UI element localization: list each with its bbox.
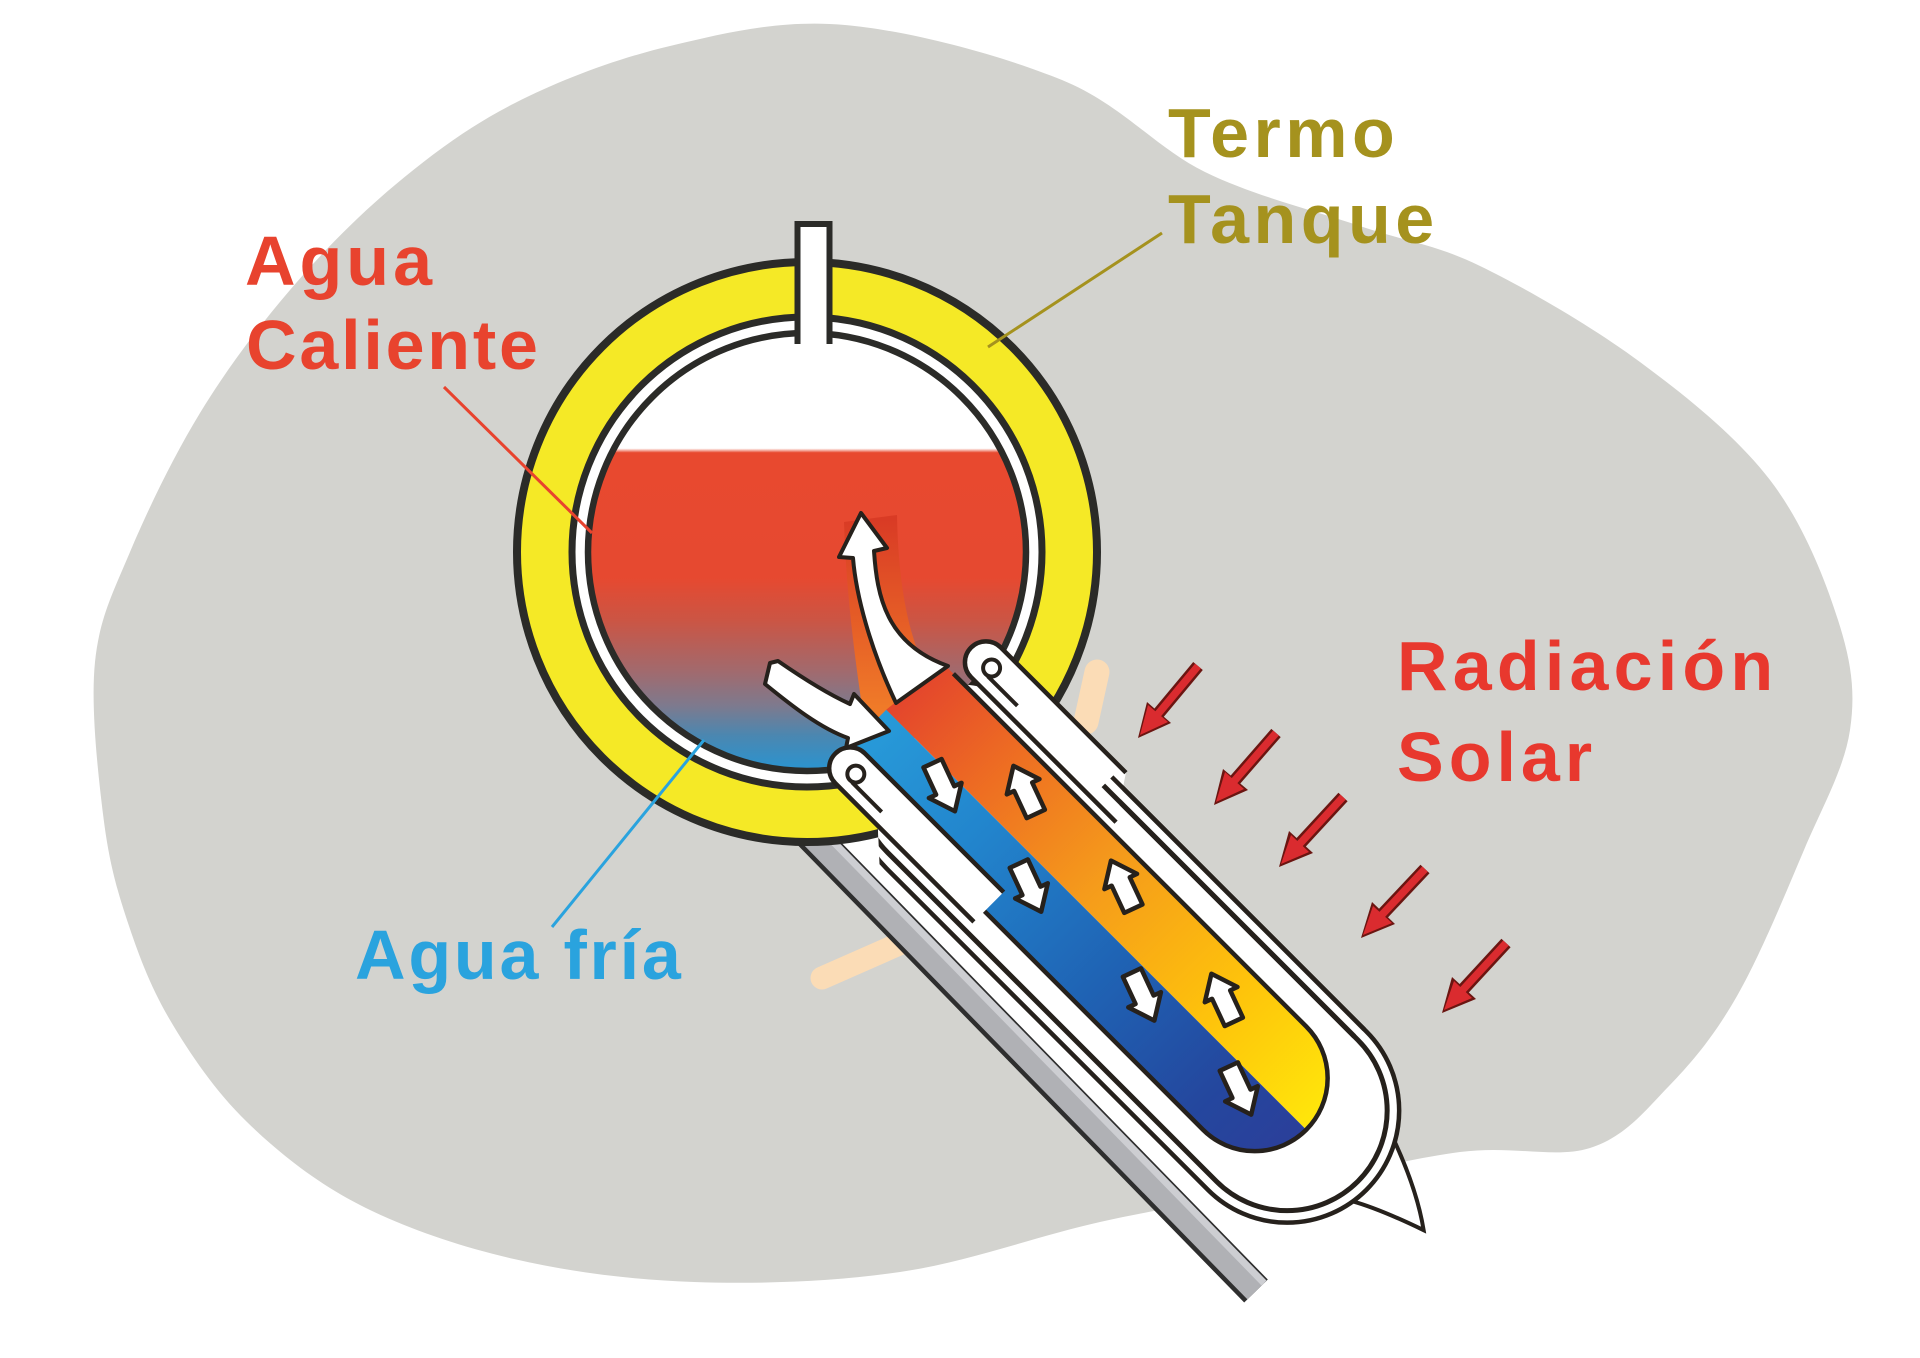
svg-text:Solar: Solar [1397, 718, 1597, 796]
svg-text:Agua: Agua [245, 222, 436, 300]
svg-text:Tanque: Tanque [1168, 180, 1439, 258]
svg-text:Caliente: Caliente [246, 306, 541, 384]
svg-text:Agua fría: Agua fría [355, 916, 684, 994]
svg-text:Termo: Termo [1168, 94, 1399, 172]
svg-text:Radiación: Radiación [1397, 627, 1778, 705]
